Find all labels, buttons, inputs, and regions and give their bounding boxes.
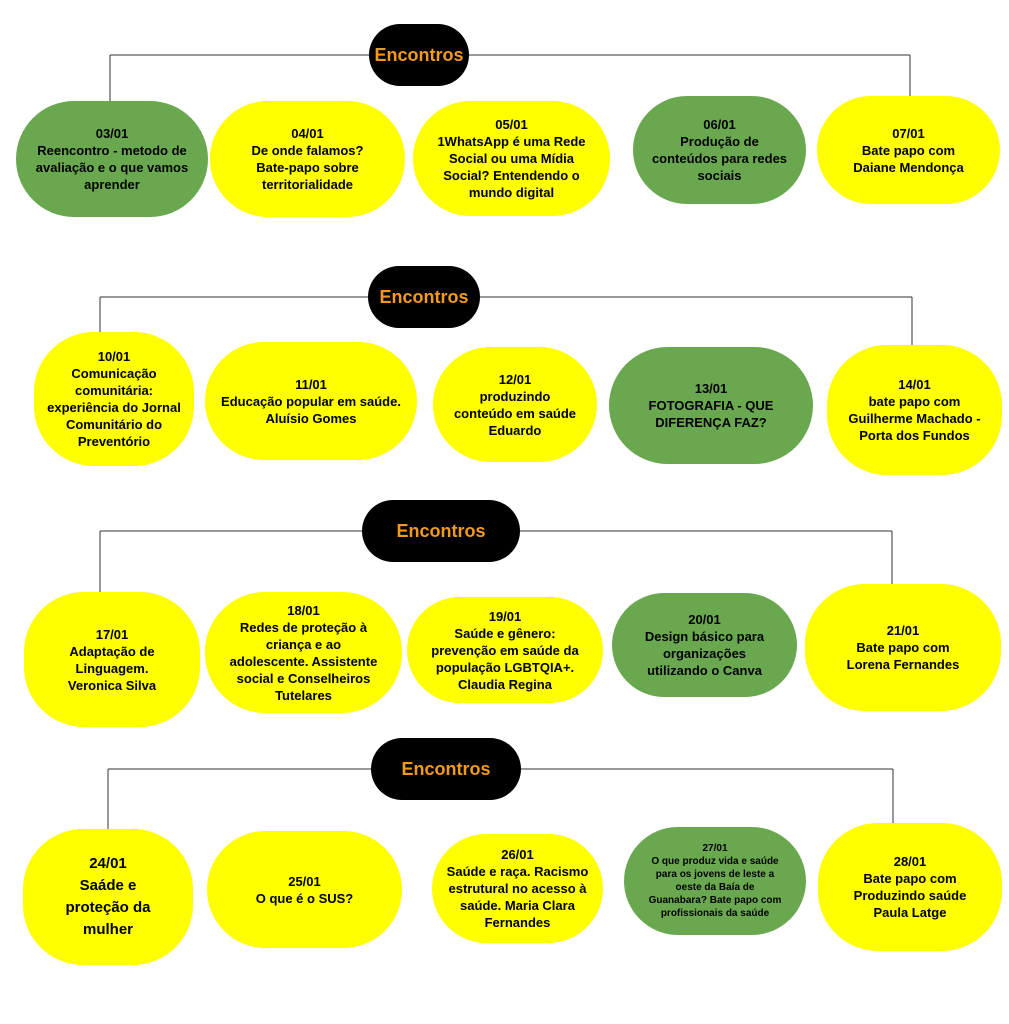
session-node: 03/01 Reencontro - metodo de avaliação e… — [16, 101, 208, 217]
session-text: 28/01 Bate papo com Produzindo saúde Pau… — [853, 854, 967, 920]
session-text: 24/01 Saáde e proteção da mulher — [65, 855, 151, 938]
header-label: Encontros — [401, 758, 491, 779]
session-text: 17/01 Adaptação de Linguagem. Veronica S… — [67, 626, 157, 693]
session-text: 25/01 O que é o SUS? — [255, 873, 354, 906]
session-text: 21/01 Bate papo com Lorena Fernandes — [846, 623, 960, 672]
session-text: 05/01 1WhatsApp é uma Rede Social ou uma… — [437, 117, 586, 200]
encontros-header: Encontros — [362, 500, 520, 562]
session-node: 18/01 Redes de proteção à criança e ao a… — [205, 592, 402, 713]
session-text: 11/01 Educação popular em saúde. Aluísio… — [221, 376, 401, 426]
session-node: 07/01 Bate papo com Daiane Mendonça — [817, 96, 1000, 204]
session-text: 07/01 Bate papo com Daiane Mendonça — [853, 125, 964, 175]
session-text: 19/01 Saúde e gênero: prevenção em saúde… — [431, 608, 579, 692]
encontros-header: Encontros — [368, 266, 480, 328]
session-node: 04/01 De onde falamos? Bate-papo sobre t… — [210, 101, 405, 217]
session-node: 19/01 Saúde e gênero: prevenção em saúde… — [407, 597, 603, 703]
session-node: 21/01 Bate papo com Lorena Fernandes — [805, 584, 1001, 711]
session-text: 20/01 Design básico para organizações ut… — [644, 612, 765, 678]
session-text: 10/01 Comunicação comunitária: experiênc… — [47, 349, 181, 449]
header-label: Encontros — [374, 44, 464, 65]
session-node: 24/01 Saáde e proteção da mulher — [23, 829, 193, 965]
session-text: 18/01 Redes de proteção à criança e ao a… — [229, 602, 378, 703]
session-node: 26/01 Saúde e raça. Racismo estrutural n… — [432, 834, 603, 943]
session-node: 12/01 produzindo conteúdo em saúde Eduar… — [433, 347, 597, 462]
session-node: 14/01 bate papo com Guilherme Machado - … — [827, 345, 1002, 475]
encontros-header: Encontros — [371, 738, 521, 800]
session-node: 06/01 Produção de conteúdos para redes s… — [633, 96, 806, 204]
session-node: 20/01 Design básico para organizações ut… — [612, 593, 797, 697]
session-node: 27/01 O que produz vida e saúde para os … — [624, 827, 806, 935]
session-node: 11/01 Educação popular em saúde. Aluísio… — [205, 342, 417, 460]
session-text: 26/01 Saúde e raça. Racismo estrutural n… — [446, 847, 589, 930]
session-text: 06/01 Produção de conteúdos para redes s… — [651, 117, 788, 183]
session-node: 05/01 1WhatsApp é uma Rede Social ou uma… — [413, 101, 610, 216]
session-text: 03/01 Reencontro - metodo de avaliação e… — [35, 126, 189, 192]
header-label: Encontros — [396, 520, 486, 541]
encontros-header: Encontros — [369, 24, 469, 86]
session-text: 27/01 O que produz vida e saúde para os … — [648, 843, 782, 919]
session-node: 13/01 FOTOGRAFIA - QUE DIFERENÇA FAZ? — [609, 347, 813, 464]
header-label: Encontros — [379, 286, 469, 307]
session-node: 28/01 Bate papo com Produzindo saúde Pau… — [818, 823, 1002, 951]
session-text: 12/01 produzindo conteúdo em saúde Eduar… — [453, 371, 577, 438]
session-node: 10/01 Comunicação comunitária: experiênc… — [34, 332, 194, 466]
session-node: 17/01 Adaptação de Linguagem. Veronica S… — [24, 592, 200, 727]
session-node: 25/01 O que é o SUS? — [207, 831, 402, 948]
session-text: 14/01 bate papo com Guilherme Machado - … — [848, 377, 981, 443]
session-text: 13/01 FOTOGRAFIA - QUE DIFERENÇA FAZ? — [648, 381, 774, 430]
session-text: 04/01 De onde falamos? Bate-papo sobre t… — [251, 126, 364, 192]
